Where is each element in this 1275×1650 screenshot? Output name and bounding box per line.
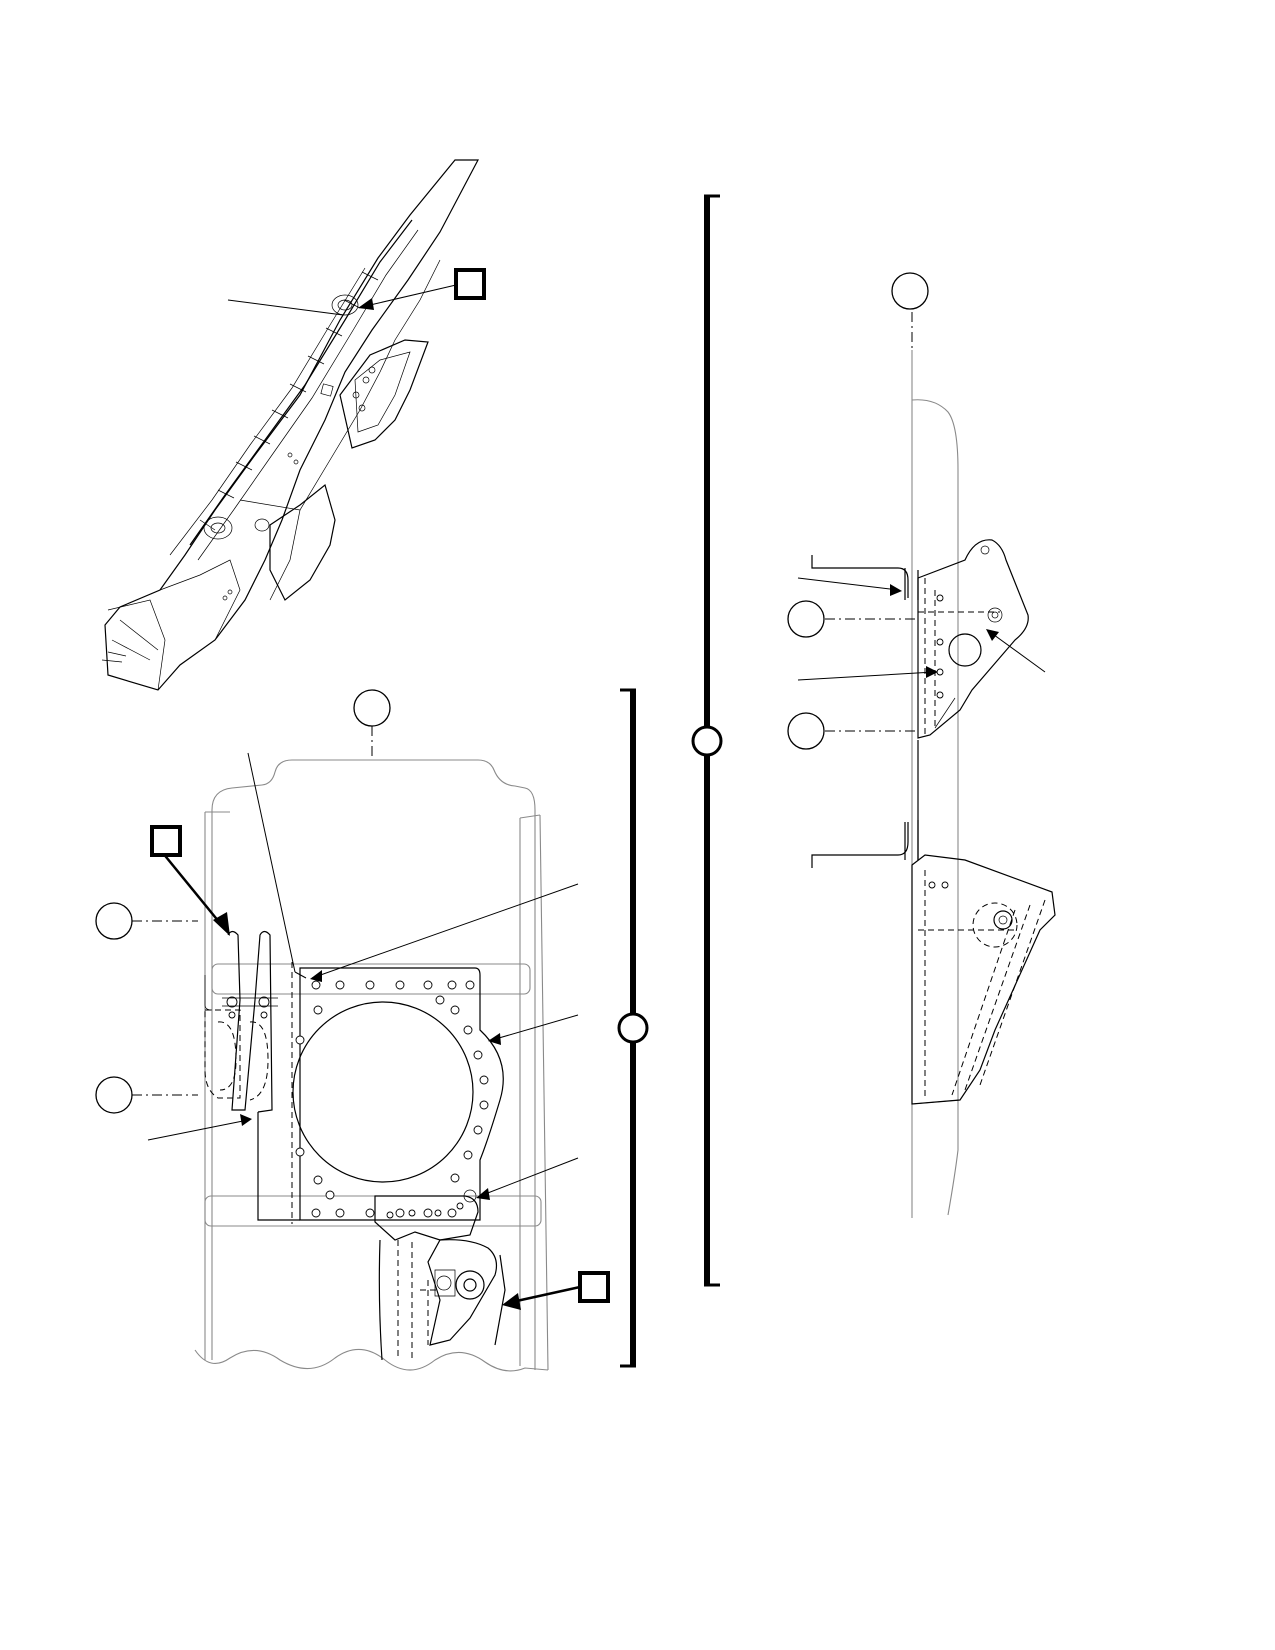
- callout-top-side-view: [891, 272, 929, 310]
- bracket-marker-front: [617, 1012, 649, 1044]
- side-detail-view: [797, 312, 1056, 1218]
- bracket-marker-side: [691, 725, 723, 757]
- callout-top-front-view: [353, 689, 391, 727]
- callout-side-upper: [787, 600, 825, 638]
- callout-side-lower: [787, 712, 825, 750]
- bracket-circular-opening: [292, 1001, 474, 1183]
- view-box-front-lower: [578, 1271, 610, 1303]
- bracket-hole-row-top: [311, 980, 475, 1218]
- callout-left-upper: [95, 902, 133, 940]
- view-box-front-upper: [150, 825, 182, 857]
- isometric-locator-view: [101, 159, 479, 691]
- front-detail-view: [132, 726, 581, 1372]
- callout-left-lower: [95, 1076, 133, 1114]
- view-box-isometric: [454, 268, 486, 300]
- bracket-hole-ring: [295, 995, 489, 1200]
